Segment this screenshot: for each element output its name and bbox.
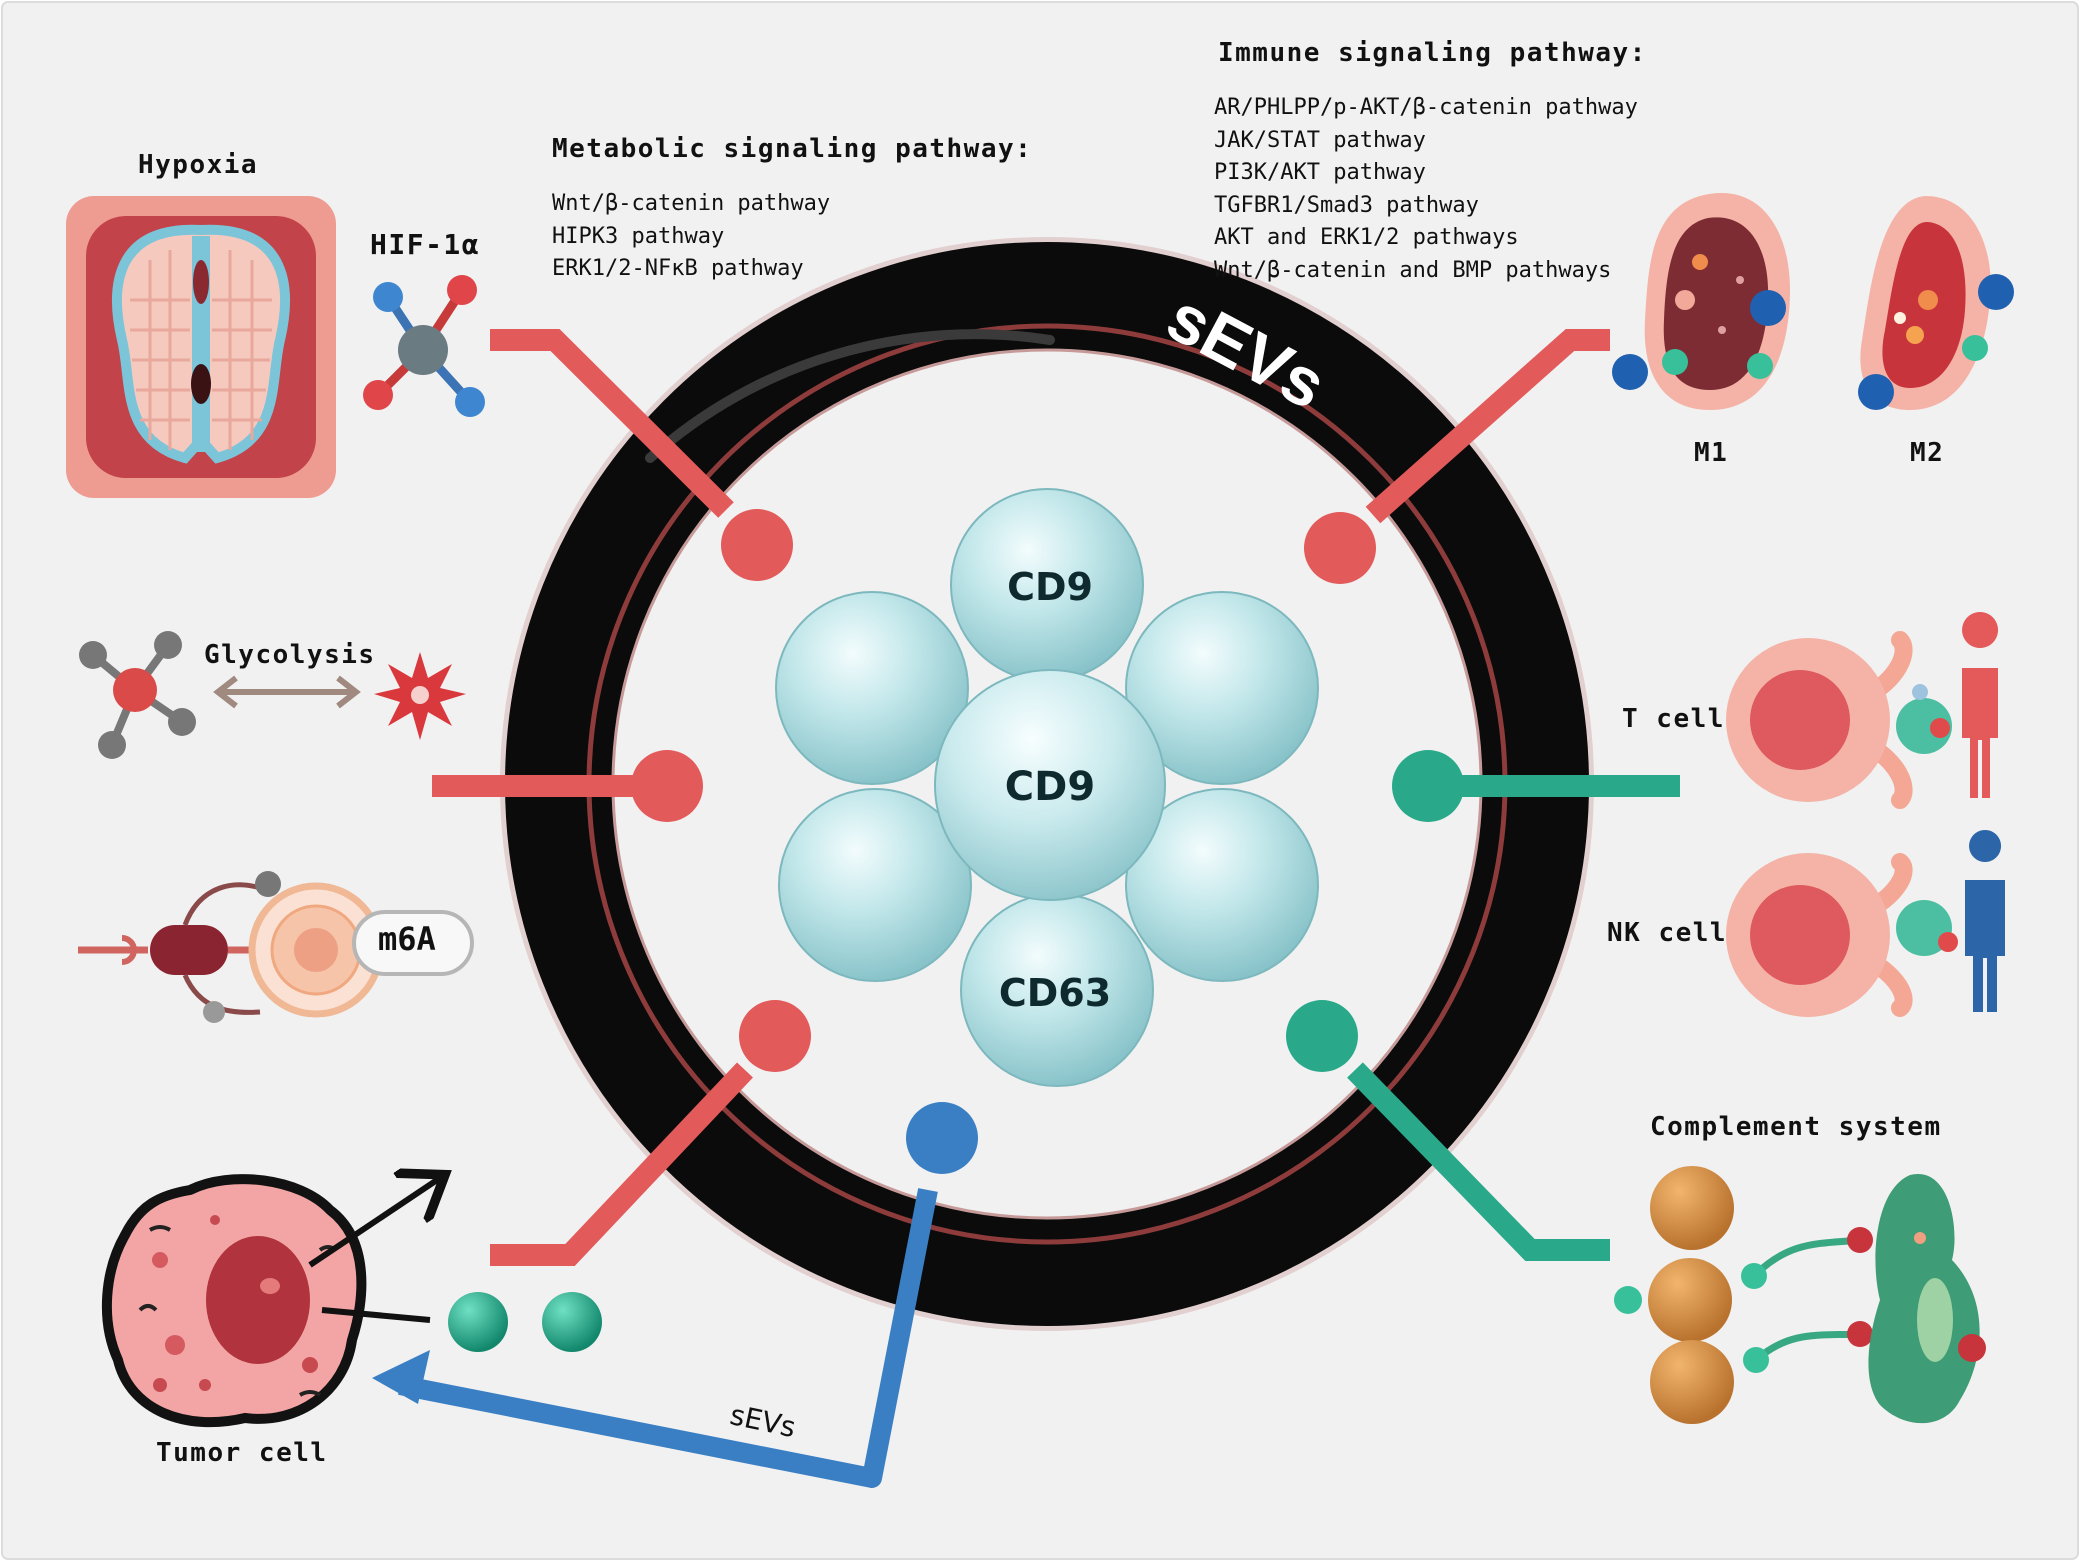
immune-pathway-title: Immune signaling pathway:	[1218, 38, 1647, 68]
metabolic-pathway-item: HIPK3 pathway	[552, 223, 725, 249]
hypoxia-illustration	[66, 196, 336, 498]
hif-molecule-icon	[363, 275, 485, 417]
metabolic-pathway-title: Metabolic signaling pathway:	[552, 134, 1033, 164]
connector-top-right	[1304, 329, 1610, 584]
hif-label: HIF-1α	[370, 228, 481, 261]
nk-cell-label: NK cell	[1607, 918, 1728, 948]
connector-bottom-left	[490, 1000, 811, 1266]
immune-pathway-item: Wnt/β-catenin and BMP pathways	[1214, 257, 1612, 283]
m2-macrophage-illustration	[1858, 196, 2014, 410]
immune-pathway-item: PI3K/AKT pathway	[1214, 160, 1426, 185]
complement-system-illustration	[1614, 1166, 1986, 1424]
m2-label: M2	[1910, 438, 1945, 468]
nk-cell-illustration	[1726, 830, 2005, 1017]
t-cell-label: T cell	[1622, 704, 1725, 734]
metabolic-pathway-list: Wnt/β-catenin pathway HIPK3 pathway ERK1…	[552, 188, 830, 286]
connector-top-left	[490, 329, 793, 581]
immune-pathway-list: AR/PHLPP/p-AKT/β-catenin pathway JAK/STA…	[1214, 92, 1638, 287]
glycolysis-label: Glycolysis	[204, 640, 376, 670]
sphere-right-bottom	[1125, 788, 1319, 982]
immune-pathway-item: AR/PHLPP/p-AKT/β-catenin pathway	[1214, 95, 1638, 120]
sevs-blue-arrow	[372, 1102, 978, 1488]
glycolysis-illustration	[79, 631, 466, 759]
sphere-left-top	[775, 591, 969, 785]
sphere-top-label: CD9	[1007, 565, 1093, 609]
complement-system-label: Complement system	[1650, 1112, 1942, 1142]
m6a-illustration	[78, 871, 474, 1023]
sphere-left-bottom	[778, 788, 972, 982]
sphere-center	[934, 669, 1166, 901]
m6a-label: m6A	[378, 920, 436, 958]
m1-macrophage-illustration	[1612, 192, 1790, 410]
ring-arc-highlight	[645, 329, 1055, 463]
metabolic-pathway-item: Wnt/β-catenin pathway	[552, 191, 831, 216]
metabolic-pathway-item: ERK1/2-NFκB pathway	[552, 256, 804, 281]
connector-mid-left	[432, 750, 703, 822]
hypoxia-label: Hypoxia	[138, 150, 259, 180]
tumor-cell-illustration	[101, 1178, 602, 1428]
sphere-bottom-label: CD63	[998, 971, 1112, 1015]
connector-mid-right	[1392, 750, 1680, 822]
connector-bottom-right	[1286, 1000, 1610, 1261]
sphere-center-label: CD9	[1004, 764, 1096, 810]
immune-pathway-item: JAK/STAT pathway	[1214, 127, 1426, 153]
immune-pathway-item: AKT and ERK1/2 pathways	[1214, 225, 1519, 250]
tumor-cell-label: Tumor cell	[156, 1438, 328, 1468]
t-cell-illustration	[1726, 612, 1999, 809]
immune-pathway-item: TGFBR1/Smad3 pathway	[1214, 192, 1479, 218]
sphere-right-top	[1125, 591, 1319, 785]
vesicle-cluster	[775, 488, 1319, 1087]
m1-label: M1	[1694, 438, 1729, 468]
